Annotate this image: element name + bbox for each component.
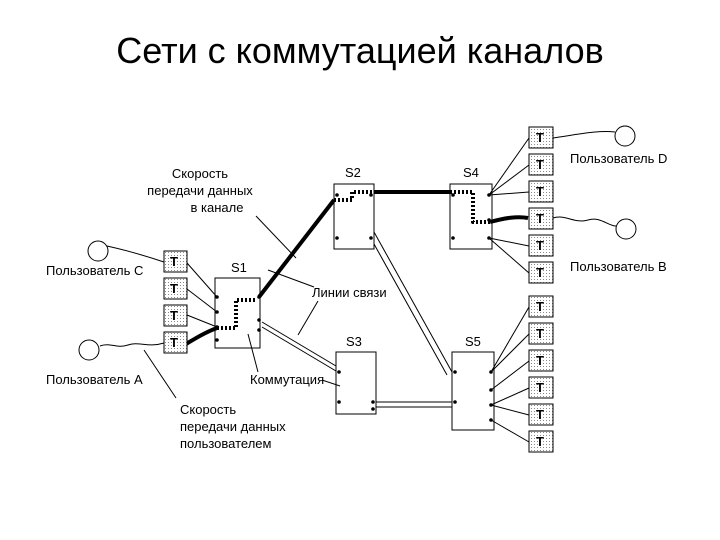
user-rate-line-2: передачи данных <box>180 419 286 434</box>
terminal-r10-label: T <box>536 380 544 395</box>
terminal-r9: T <box>528 349 554 372</box>
terminal-r4-label: T <box>536 211 544 226</box>
terminal-a2: T <box>163 331 188 354</box>
terminal-r2: T <box>528 153 554 176</box>
terminal-r10: T <box>528 376 554 399</box>
user-c: Пользователь C <box>46 240 165 278</box>
channel-rate-line-2: передачи данных <box>147 183 253 198</box>
terminal-r8-label: T <box>536 326 544 341</box>
user-b-label: Пользователь B <box>570 259 667 274</box>
terminal-group-right: T T T T T T T T T T T T <box>488 126 554 453</box>
terminal-r7: T <box>528 295 554 318</box>
user-b: Пользователь B <box>552 216 667 274</box>
terminal-r5: T <box>528 234 554 257</box>
user-a: Пользователь A <box>46 339 165 387</box>
terminal-r12: T <box>528 430 554 453</box>
terminal-r9-label: T <box>536 353 544 368</box>
terminal-r5-label: T <box>536 238 544 253</box>
terminal-r4: T <box>528 207 554 230</box>
terminal-r11-label: T <box>536 407 544 422</box>
switch-s2: S2 <box>333 165 375 250</box>
channel-rate-line-1: Скорость <box>172 166 228 181</box>
terminal-r3-label: T <box>536 184 544 199</box>
terminal-r6: T <box>528 261 554 284</box>
terminal-c2-label: T <box>170 281 178 296</box>
lines-label: Линии связи <box>312 285 387 300</box>
channel-rate-line-3: в канале <box>191 200 244 215</box>
terminal-c1: T <box>163 250 188 273</box>
user-a-label: Пользователь A <box>46 372 143 387</box>
terminal-group-left: T T T T <box>163 250 218 354</box>
terminal-r1: T <box>528 126 554 149</box>
switch-s3-label: S3 <box>346 334 362 349</box>
terminal-a1: T <box>163 304 188 327</box>
switch-s2-label: S2 <box>345 165 361 180</box>
terminal-c2: T <box>163 277 188 300</box>
terminal-r1-label: T <box>536 130 544 145</box>
established-circuit <box>184 190 529 346</box>
terminal-r2-label: T <box>536 157 544 172</box>
switch-s5-label: S5 <box>465 334 481 349</box>
terminal-a2-label: T <box>170 335 178 350</box>
switch-s1: S1 <box>214 260 261 349</box>
user-rate-line-3: пользователем <box>180 436 272 451</box>
annotation-channel-rate: Скорость передачи данных в канале <box>147 166 297 259</box>
switch-s1-label: S1 <box>231 260 247 275</box>
user-rate-line-1: Скорость <box>180 402 236 417</box>
switch-s3: S3 <box>335 334 377 415</box>
terminal-r8: T <box>528 322 554 345</box>
switch-s4-label: S4 <box>463 165 479 180</box>
user-d-label: Пользователь D <box>570 151 667 166</box>
terminal-r6-label: T <box>536 265 544 280</box>
switching-label: Коммутация <box>250 372 324 387</box>
annotation-user-rate: Скорость передачи данных пользователем <box>143 349 286 451</box>
slide-title: Сети с коммутацией каналов <box>116 30 604 71</box>
user-d: Пользователь D <box>552 125 667 166</box>
user-c-label: Пользователь C <box>46 263 143 278</box>
terminal-a1-label: T <box>170 308 178 323</box>
annotation-lines: Линии связи <box>267 269 387 336</box>
terminal-r7-label: T <box>536 299 544 314</box>
link-lines <box>261 231 453 408</box>
annotation-switching: Коммутация <box>247 333 341 387</box>
terminal-r12-label: T <box>536 434 544 449</box>
terminal-c1-label: T <box>170 254 178 269</box>
terminal-r11: T <box>528 403 554 426</box>
switch-s5: S5 <box>451 334 495 431</box>
terminal-r3: T <box>528 180 554 203</box>
